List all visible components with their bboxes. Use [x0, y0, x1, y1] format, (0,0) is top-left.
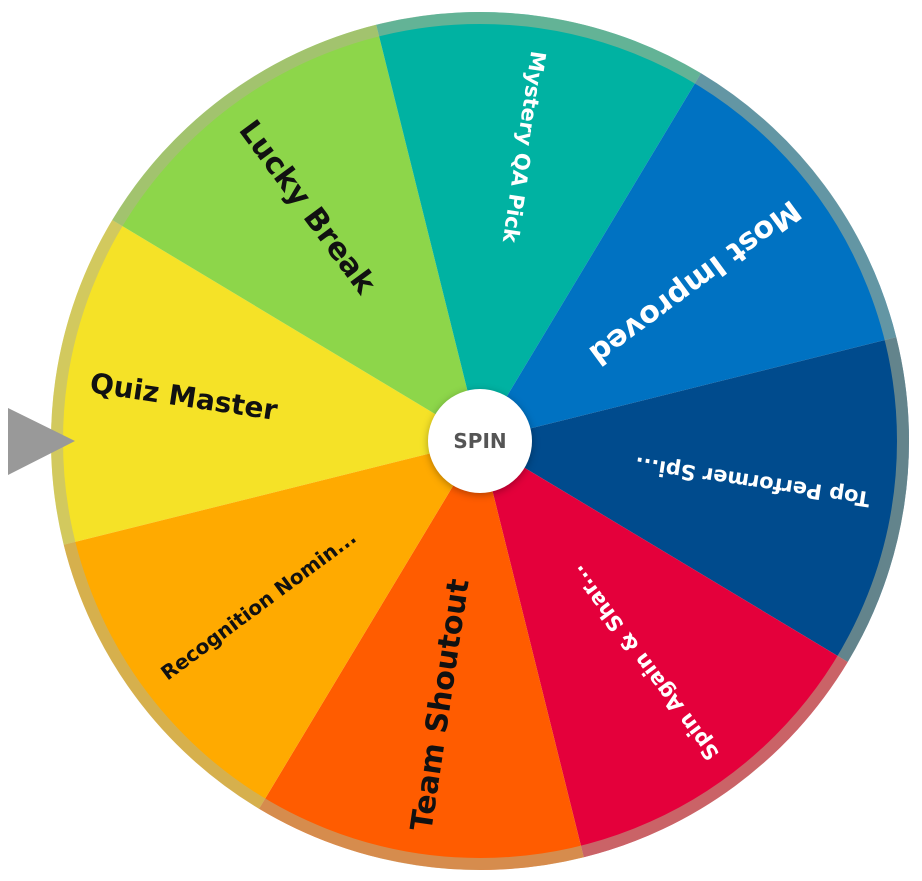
wheel-segment — [259, 441, 584, 870]
spin-label[interactable]: SPIN — [453, 429, 506, 453]
pointer-icon — [8, 408, 75, 475]
spin-button[interactable]: SPIN — [428, 389, 532, 493]
spin-button-circle[interactable] — [428, 389, 532, 493]
wheel-segment — [112, 24, 480, 441]
wheel-segment — [376, 11, 701, 441]
wheel-segment — [51, 220, 481, 545]
wheel-segment — [480, 73, 897, 441]
wheel-segment — [480, 441, 848, 858]
wheel-segment — [63, 441, 480, 809]
wheel-segment — [480, 337, 910, 662]
